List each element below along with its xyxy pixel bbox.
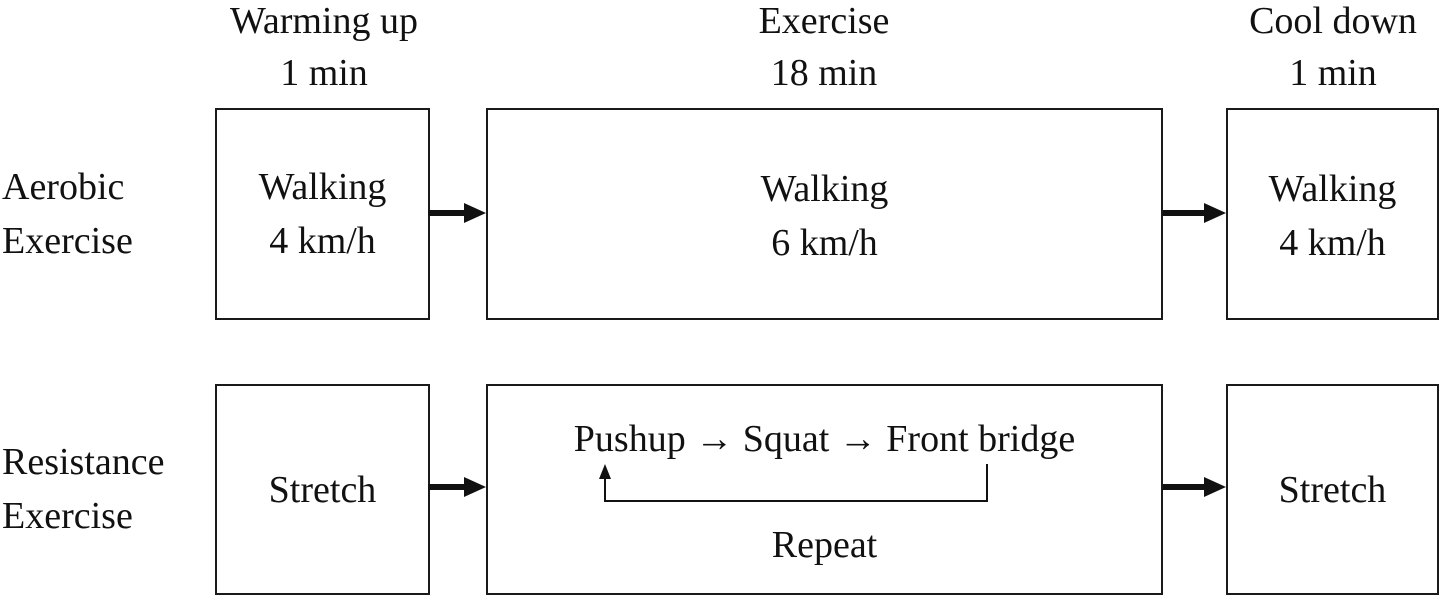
resistance-exercise-repeat-label: Repeat — [771, 524, 878, 566]
aerobic-arrow-exercise-to-cooldown — [1163, 203, 1226, 223]
phase-exercise-duration: 18 min — [770, 52, 878, 94]
resistance-exercise-sequence: Pushup → Squat → Front bridge — [573, 418, 1076, 460]
aerobic-exercise-activity: Walking — [760, 168, 889, 210]
phase-cooldown-title: Cool down — [1249, 0, 1417, 42]
resistance-cooldown-activity: Stretch — [1278, 469, 1387, 511]
row-label-resistance-line2: Exercise — [2, 495, 133, 537]
phase-cooldown-duration: 1 min — [1289, 52, 1377, 94]
resistance-warmup-activity: Stretch — [268, 469, 377, 511]
aerobic-exercise-box: Walking 6 km/h — [486, 108, 1163, 320]
resistance-cooldown-box: Stretch — [1226, 384, 1439, 595]
resistance-exercise-box: Pushup → Squat → Front bridge Repeat — [486, 384, 1163, 595]
aerobic-warmup-activity: Walking — [258, 166, 387, 208]
aerobic-warmup-box: Walking 4 km/h — [215, 108, 430, 320]
resistance-arrow-warmup-to-exercise — [428, 477, 486, 497]
aerobic-cooldown-speed: 4 km/h — [1279, 222, 1386, 264]
phase-warmup-title: Warming up — [230, 0, 418, 42]
phase-exercise-title: Exercise — [758, 0, 890, 42]
aerobic-warmup-speed: 4 km/h — [269, 220, 376, 262]
phase-warmup-duration: 1 min — [280, 52, 368, 94]
row-label-resistance-line1: Resistance — [2, 441, 165, 483]
aerobic-cooldown-activity: Walking — [1268, 168, 1397, 210]
resistance-warmup-box: Stretch — [215, 384, 430, 595]
aerobic-cooldown-box: Walking 4 km/h — [1226, 108, 1439, 320]
repeat-loop-arrow — [599, 464, 988, 502]
aerobic-arrow-warmup-to-exercise — [428, 203, 486, 223]
row-label-aerobic-line1: Aerobic — [2, 166, 125, 208]
row-label-aerobic-line2: Exercise — [2, 220, 133, 262]
aerobic-exercise-speed: 6 km/h — [771, 222, 878, 264]
resistance-arrow-exercise-to-cooldown — [1163, 477, 1226, 497]
